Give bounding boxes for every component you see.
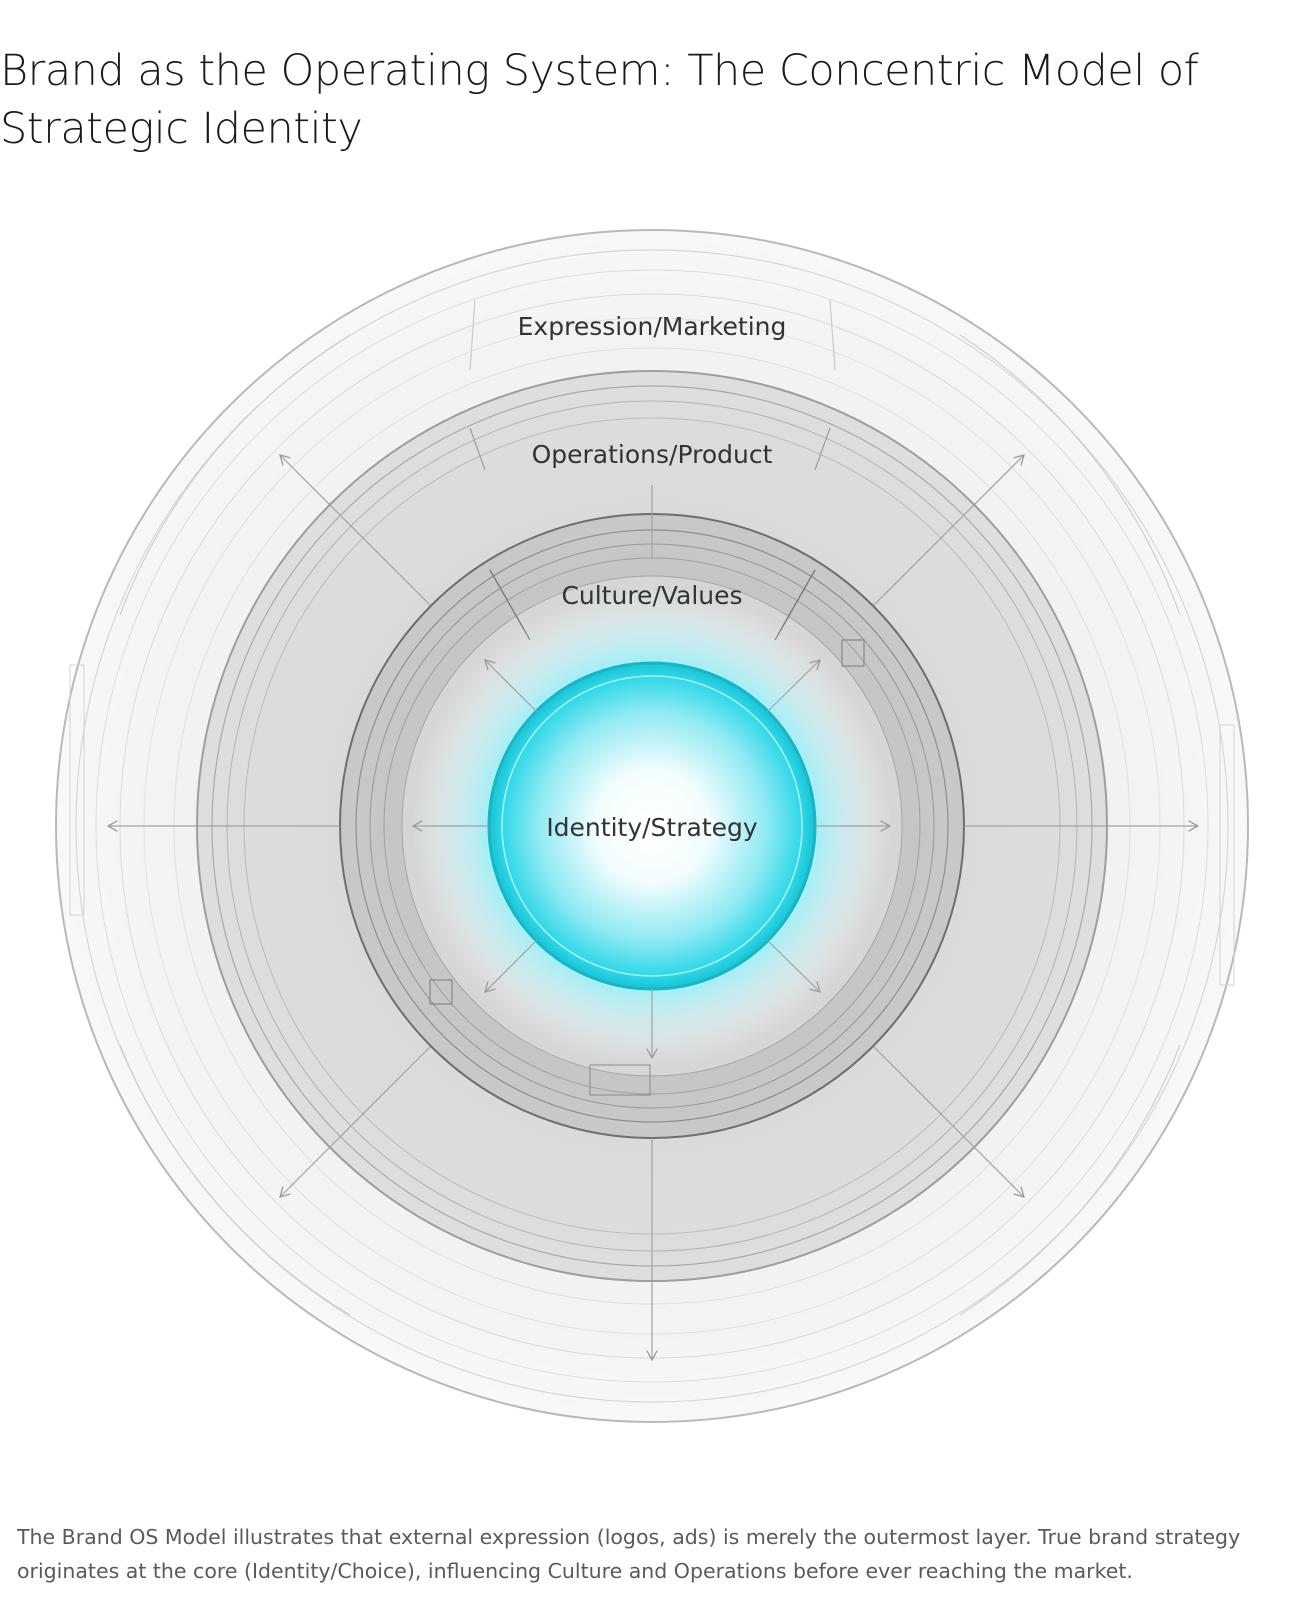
label-expression-marketing: Expression/Marketing: [518, 312, 787, 341]
figure-caption: The Brand OS Model illustrates that exte…: [17, 1525, 1241, 1583]
page-title: Brand as the Operating System: The Conce…: [0, 46, 1199, 154]
label-culture-values: Culture/Values: [561, 581, 742, 610]
layer-identity-core: [412, 586, 892, 1066]
label-identity-strategy: Identity/Strategy: [546, 813, 758, 842]
radiating-arrows: [108, 455, 1198, 1360]
concentric-diagram: Expression/Marketing Operations/Product …: [0, 185, 1305, 1490]
label-operations-product: Operations/Product: [532, 440, 773, 469]
